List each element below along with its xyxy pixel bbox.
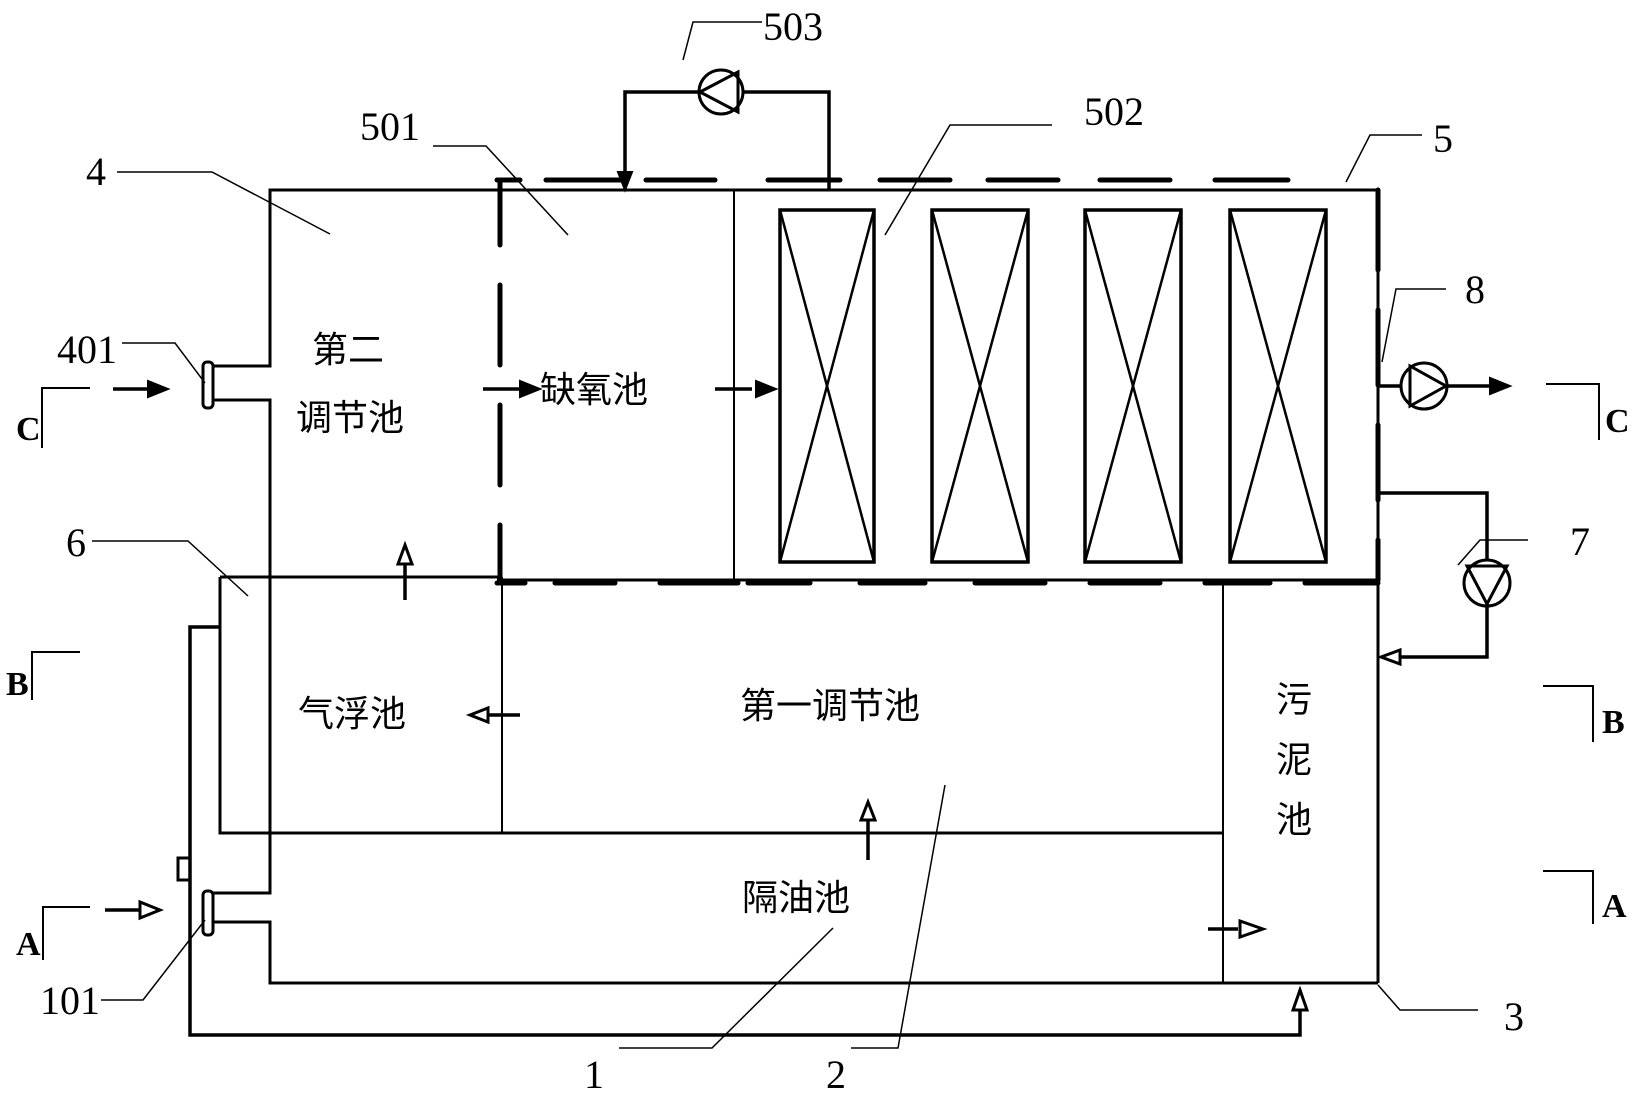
svg-text:503: 503 (763, 4, 823, 49)
filler-module (778, 208, 876, 564)
callout-3: 3 (1377, 984, 1524, 1039)
air-flotation-tank-wall (218, 577, 1223, 835)
svg-text:502: 502 (1084, 89, 1144, 134)
svg-text:1: 1 (584, 1052, 604, 1095)
arrow-right-icon (1489, 376, 1513, 396)
filler-module (1228, 208, 1328, 564)
callout-502: 502 (884, 89, 1144, 236)
arrow-right-icon (755, 379, 779, 399)
svg-text:7: 7 (1570, 519, 1590, 564)
svg-text:5: 5 (1433, 116, 1453, 161)
arrow-up-icon (1290, 985, 1310, 1012)
biochemical-unit-boundary (494, 177, 1381, 586)
section-mark-c-left: C (16, 387, 90, 448)
air-flotation-label: 气浮池 (298, 694, 406, 735)
svg-text:2: 2 (826, 1052, 846, 1095)
arrow-right-icon (138, 899, 165, 921)
svg-text:4: 4 (86, 149, 106, 194)
filler-module (930, 208, 1030, 564)
inlet-401-icon (201, 360, 215, 410)
first-regulating-label: 第一调节池 (740, 686, 920, 727)
section-mark-c-right: C (1546, 383, 1630, 440)
pump-503-icon (696, 68, 745, 116)
reflux-pipe-503-return (623, 90, 700, 178)
arrow-left-icon (465, 705, 490, 725)
second-regulating-label: 调节池 (296, 398, 404, 439)
valve-icon (176, 856, 192, 882)
arrow-right-icon (147, 379, 171, 399)
callout-4: 4 (86, 149, 331, 235)
oil-separation-tank-wall (207, 920, 1378, 985)
arrow-up-icon (858, 797, 878, 822)
arrow-down-icon (616, 171, 634, 193)
svg-text:501: 501 (360, 104, 420, 149)
svg-text:6: 6 (66, 520, 86, 565)
arrow-left-icon (1376, 647, 1402, 667)
callout-501: 501 (360, 104, 569, 236)
svg-text:8: 8 (1465, 267, 1485, 312)
callout-8: 8 (1381, 267, 1485, 363)
svg-text:C: C (16, 411, 41, 448)
oil-separation-label: 隔油池 (742, 878, 850, 919)
callout-6: 6 (66, 520, 249, 597)
anoxic-tank-label: 缺氧池 (540, 370, 648, 411)
pump-8-icon (1399, 361, 1450, 411)
arrow-right-icon (519, 379, 543, 399)
svg-text:401: 401 (57, 327, 117, 372)
filler-module (1083, 208, 1183, 564)
reflux-pipe-503 (742, 90, 831, 190)
sludge-tank-label: 污 (1276, 680, 1312, 721)
section-mark-a-right: A (1543, 870, 1627, 925)
svg-text:A: A (16, 926, 41, 963)
arrow-right-icon (1238, 918, 1268, 940)
second-regulating-tank-wall (203, 188, 497, 368)
section-mark-b-right: B (1543, 685, 1625, 742)
pump-7-icon (1462, 558, 1512, 608)
inlet-101-icon (201, 889, 215, 937)
svg-text:A: A (1602, 888, 1627, 925)
callout-5: 5 (1345, 116, 1453, 183)
second-regulating-lower-left-wall (203, 398, 272, 895)
svg-text:3: 3 (1504, 994, 1524, 1039)
svg-text:B: B (6, 666, 29, 703)
callout-101: 101 (40, 919, 206, 1023)
sludge-tank-label: 泥 (1276, 740, 1312, 781)
callout-2: 2 (826, 784, 946, 1095)
section-mark-a-left: A (16, 906, 90, 963)
sludge-tank-label: 池 (1276, 800, 1312, 841)
arrow-up-icon (395, 540, 415, 566)
tank-walls (203, 188, 1380, 985)
sludge-pump-suction-pipe (1378, 491, 1489, 560)
svg-text:B: B (1602, 704, 1625, 741)
sludge-pump-discharge-pipe (1400, 606, 1489, 659)
svg-text:C: C (1605, 403, 1630, 440)
filler-modules (778, 208, 1328, 564)
callout-7: 7 (1457, 519, 1590, 566)
callout-1: 1 (584, 927, 834, 1095)
callout-401: 401 (57, 327, 206, 384)
sludge-return-pipe (188, 625, 1302, 1037)
section-mark-b-left: B (6, 651, 80, 703)
svg-text:101: 101 (40, 978, 100, 1023)
callout-503: 503 (682, 4, 823, 61)
second-regulating-label: 第二 (312, 330, 384, 371)
